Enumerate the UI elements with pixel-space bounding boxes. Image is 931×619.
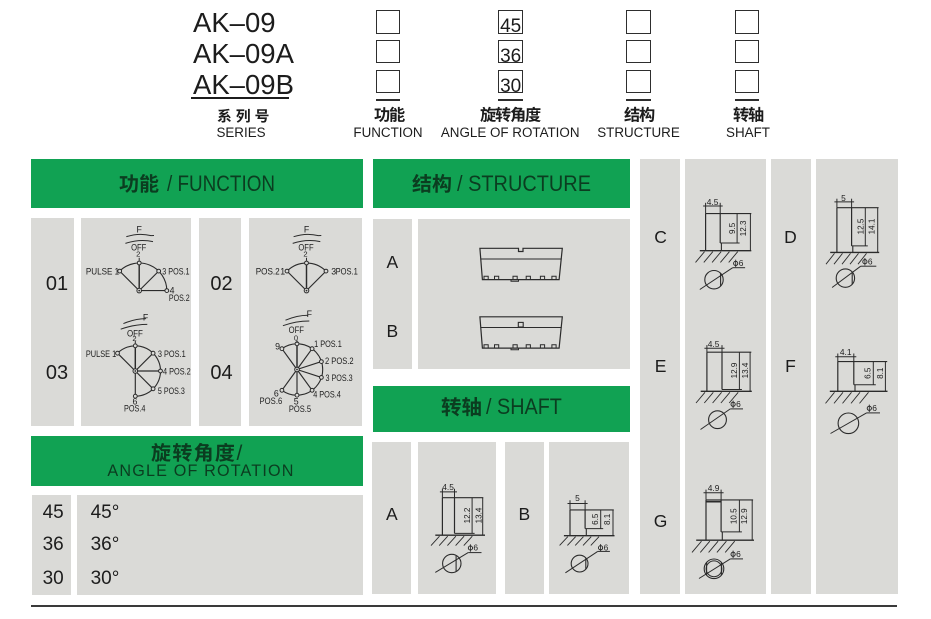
svg-text:2: 2 [304,250,308,259]
svg-text:2: 2 [136,250,140,259]
svg-text:6.5: 6.5 [591,513,600,525]
svg-text:6.5: 6.5 [863,367,872,379]
svg-text:1: 1 [281,267,286,277]
svg-text:12.9: 12.9 [730,362,739,378]
svg-text:6: 6 [473,543,478,553]
svg-text:POS.4: POS.4 [124,404,145,414]
svg-text:5: 5 [575,493,580,503]
svg-text:3 POS.3: 3 POS.3 [326,373,353,383]
svg-text:PULSE 1: PULSE 1 [86,349,116,359]
svg-text:OFF: OFF [289,325,305,335]
svg-text:PULSE 1: PULSE 1 [86,267,119,277]
svg-text:4.5: 4.5 [707,197,719,207]
svg-text:6: 6 [736,549,741,559]
svg-text:2: 2 [133,334,137,343]
svg-text:6: 6 [868,256,873,266]
svg-text:POS.1: POS.1 [336,267,358,277]
svg-text:14.1: 14.1 [868,218,877,234]
svg-text:5: 5 [294,397,299,407]
svg-text:6: 6 [736,399,741,409]
svg-text:POS.2: POS.2 [256,267,280,277]
svg-text:13.4: 13.4 [741,362,750,378]
svg-text:5: 5 [841,193,846,203]
svg-text:4.5: 4.5 [442,482,454,492]
svg-text:6: 6 [739,258,744,268]
svg-text:4.5: 4.5 [708,339,720,349]
svg-text:4 POS.2: 4 POS.2 [163,366,191,376]
svg-text:F: F [143,313,149,323]
svg-text:F: F [304,224,310,234]
svg-text:POS.6: POS.6 [260,396,283,406]
svg-text:10.5: 10.5 [729,508,738,524]
svg-text:POS.2: POS.2 [169,293,190,303]
svg-text:4 POS.4: 4 POS.4 [314,390,342,400]
svg-text:6: 6 [603,542,608,552]
svg-text:F: F [307,309,313,319]
svg-text:2 POS.2: 2 POS.2 [325,356,354,366]
svg-text:12.3: 12.3 [739,220,748,236]
svg-text:3 POS.1: 3 POS.1 [163,267,190,277]
svg-text:4: 4 [170,285,175,295]
svg-text:6: 6 [133,396,138,406]
svg-text:3 POS.1: 3 POS.1 [158,349,186,359]
svg-text:12.2: 12.2 [463,507,472,523]
svg-text:4.1: 4.1 [840,347,852,357]
svg-text:0: 0 [294,334,298,343]
svg-text:3: 3 [332,267,337,277]
svg-text:5 POS.3: 5 POS.3 [158,386,185,396]
svg-text:4.9: 4.9 [708,483,720,493]
svg-text:12.5: 12.5 [856,218,865,234]
svg-text:9: 9 [276,342,281,352]
svg-text:8.1: 8.1 [876,367,885,379]
svg-text:POS.5: POS.5 [289,404,311,414]
svg-text:OFF: OFF [127,328,143,338]
svg-text:OFF: OFF [131,243,147,253]
svg-text:8.1: 8.1 [603,513,612,525]
svg-text:12.9: 12.9 [740,508,749,524]
svg-text:1 POS.1: 1 POS.1 [314,339,342,349]
svg-text:OFF: OFF [299,243,315,253]
svg-text:6: 6 [274,389,279,399]
svg-text:6: 6 [872,403,877,413]
svg-text:13.4: 13.4 [474,507,483,523]
svg-text:9.5: 9.5 [728,222,737,234]
svg-text:F: F [137,224,143,234]
